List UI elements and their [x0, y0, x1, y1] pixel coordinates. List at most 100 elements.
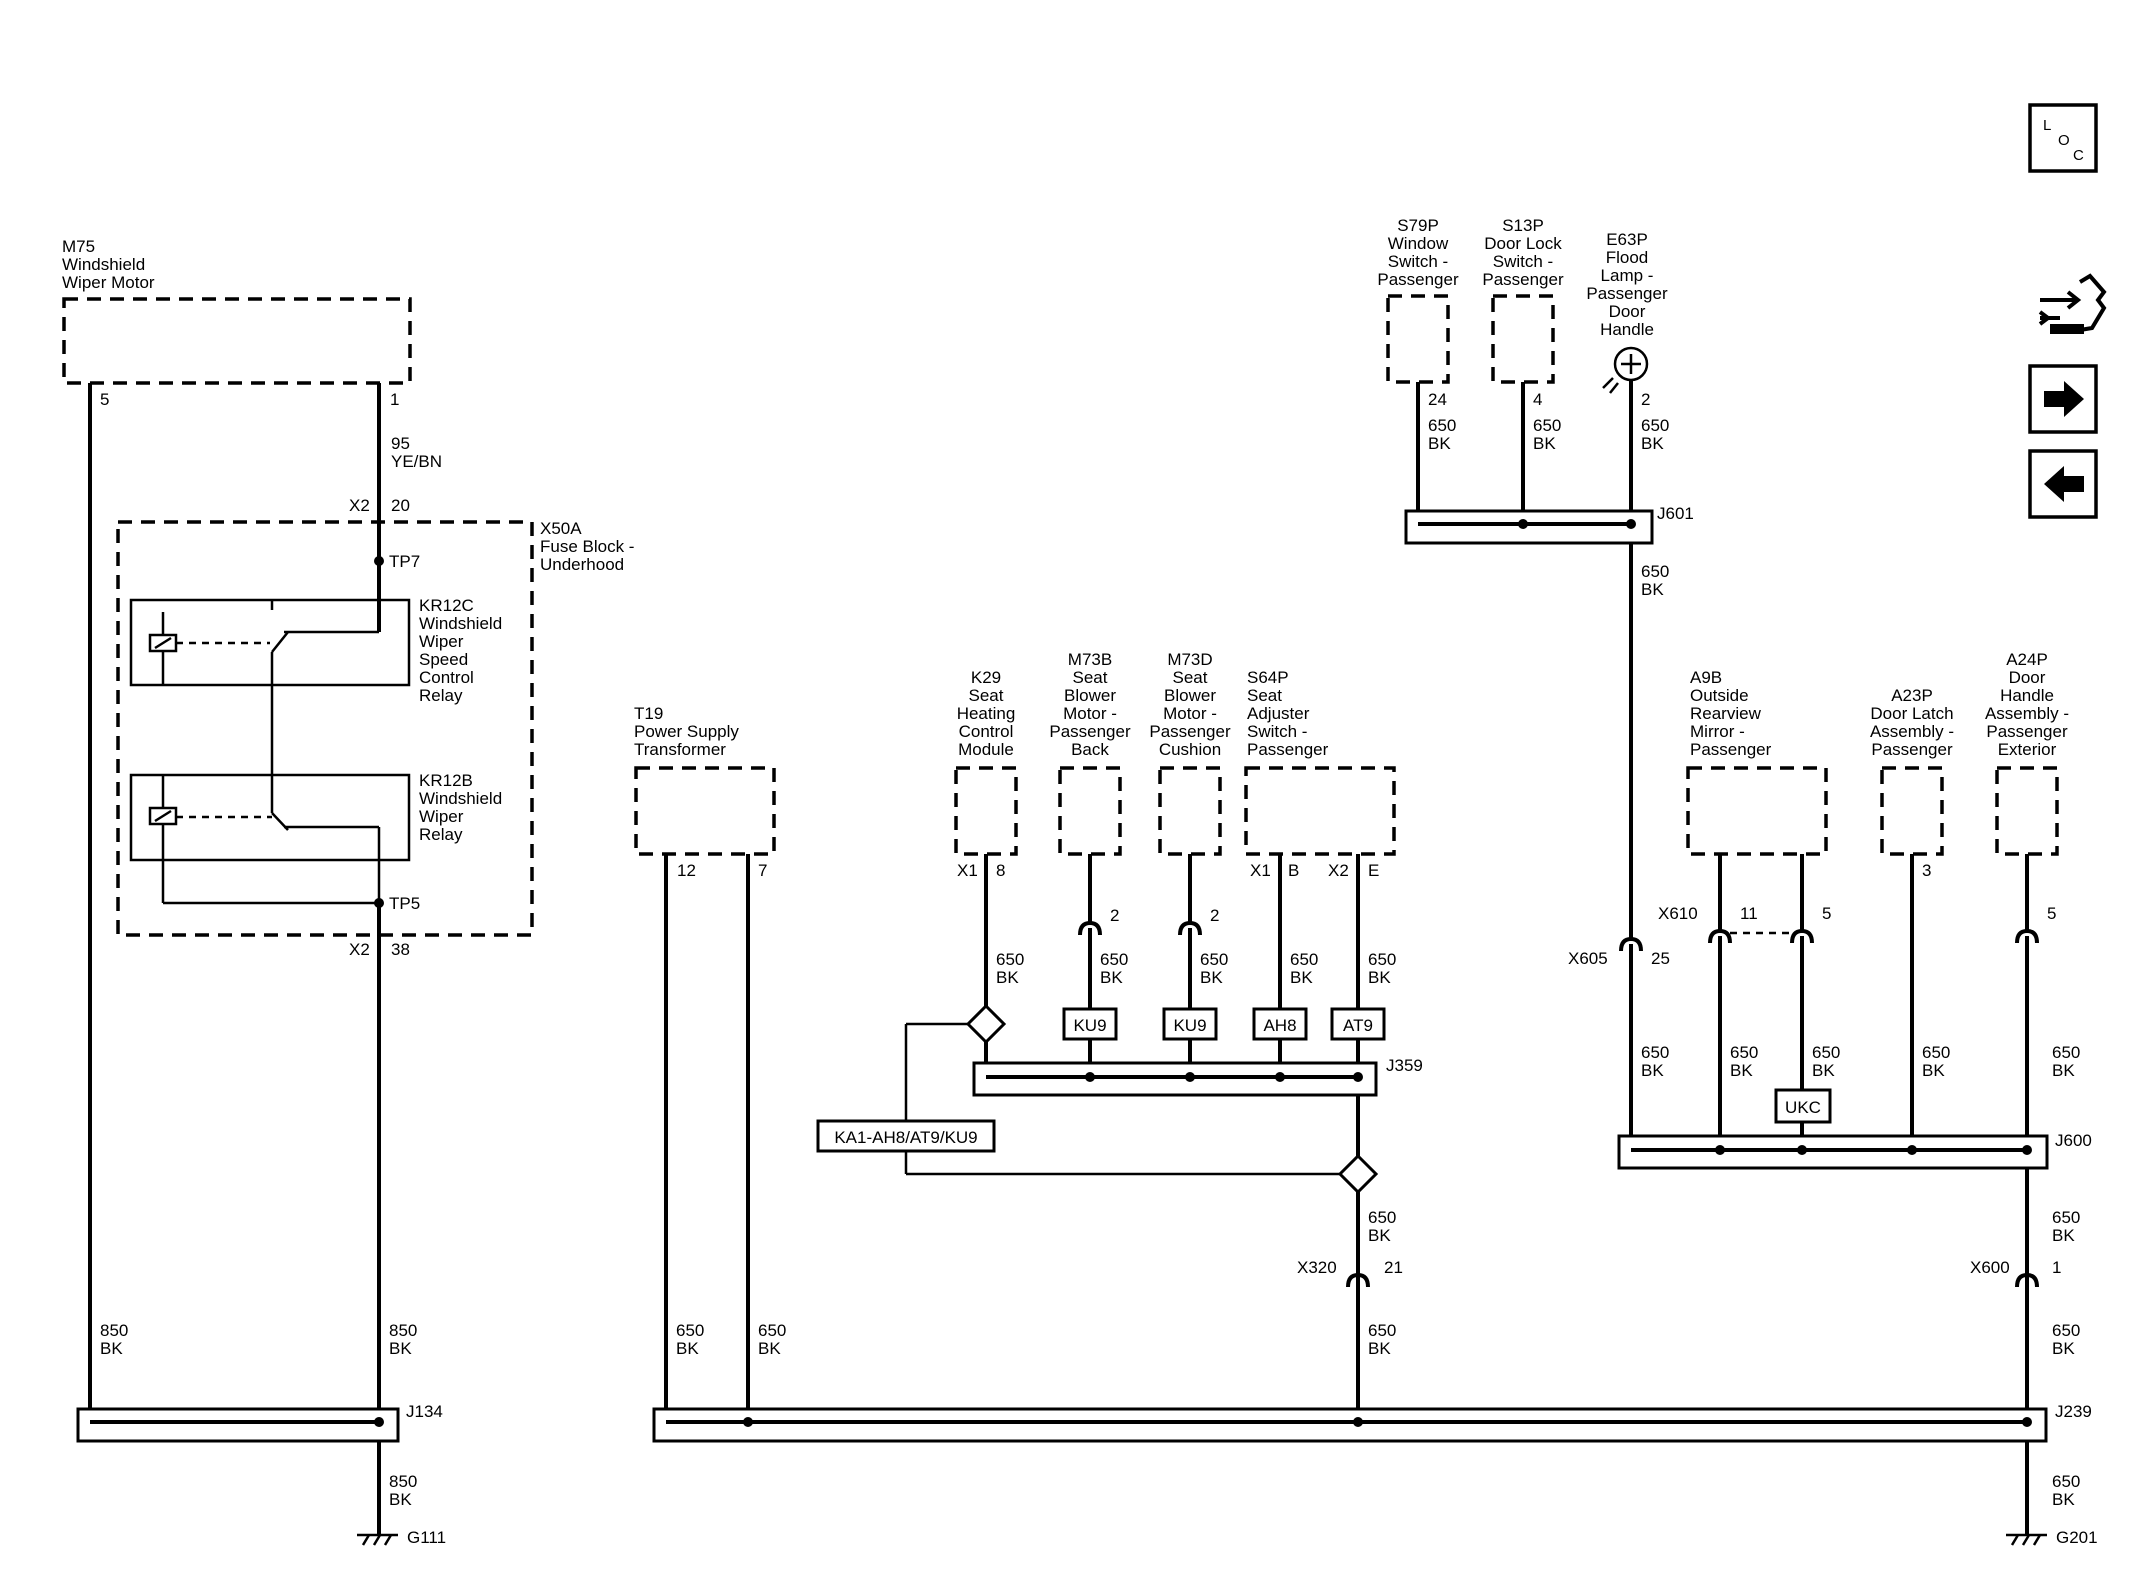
m75-component-box[interactable] — [62, 297, 412, 385]
option-ka1-ah8-at9-ku9[interactable]: KA1-AH8/AT9/KU9 — [816, 1119, 996, 1153]
a9b-component-box[interactable] — [1686, 766, 1828, 856]
x2-pin-20: 20 — [391, 496, 410, 515]
s79p-component-box[interactable] — [1386, 294, 1450, 384]
loc-icon[interactable]: L O C — [2028, 103, 2098, 173]
k29-component-box[interactable] — [954, 766, 1018, 856]
svg-text:KU9: KU9 — [1073, 1016, 1106, 1035]
x600-label: X600 — [1970, 1258, 2010, 1277]
svg-text:AT9: AT9 — [1343, 1016, 1373, 1035]
x610-connector-pin5 — [1790, 928, 1814, 944]
s64p-component-box[interactable] — [1244, 766, 1396, 856]
s13p-pin-4: 4 — [1533, 390, 1542, 409]
j239-splice[interactable]: J239 — [652, 1402, 2092, 1443]
kr12b-relay-box — [129, 773, 411, 862]
s64p-pin-e: E — [1368, 861, 1379, 880]
x610-label: X610 — [1658, 904, 1698, 923]
arrow-left-icon[interactable] — [2028, 449, 2098, 519]
tp7-dot — [374, 556, 384, 566]
a23p-component-box[interactable] — [1880, 766, 1944, 856]
j359-label: J359 — [1386, 1056, 1423, 1075]
j601-label: J601 — [1657, 504, 1694, 523]
option-ukc[interactable]: UKC — [1774, 1088, 1832, 1124]
connector-view-icon[interactable] — [2038, 273, 2107, 334]
g201-label: G201 — [2056, 1528, 2098, 1547]
a24p-component-box[interactable] — [1995, 766, 2059, 856]
m75-pin-1: 1 — [390, 390, 399, 409]
j600-label: J600 — [2055, 1131, 2092, 1150]
x320-inline-connector — [1346, 1272, 1370, 1288]
x610-pin-5: 5 — [1822, 904, 1831, 923]
option-diamond-s64p[interactable] — [1337, 1153, 1379, 1195]
s64p-connector-x2: X2 — [1328, 861, 1349, 880]
option-ku9-m73b[interactable]: KU9 — [1062, 1007, 1118, 1041]
svg-text:KA1-AH8/AT9/KU9: KA1-AH8/AT9/KU9 — [834, 1128, 977, 1147]
option-diamond-k29[interactable] — [965, 1003, 1007, 1045]
m73d-component-box[interactable] — [1158, 766, 1222, 856]
option-at9[interactable]: AT9 — [1330, 1007, 1386, 1041]
m73d-pin-2: 2 — [1210, 906, 1219, 925]
j134-splice-box — [76, 1407, 400, 1443]
g111-label: G111 — [407, 1528, 446, 1547]
e63p-pin-2: 2 — [1641, 390, 1650, 409]
x2-connector-label: X2 — [349, 496, 370, 515]
j239-splice-box — [652, 1407, 2048, 1443]
j134-splice[interactable]: J134 — [76, 1402, 443, 1443]
s79p-pin-24: 24 — [1428, 390, 1447, 409]
x2-pin-38: 38 — [391, 940, 410, 959]
option-ah8[interactable]: AH8 — [1252, 1007, 1308, 1041]
svg-text:L: L — [2043, 117, 2051, 134]
g111-ground: G111 — [357, 1528, 446, 1547]
j601-splice-box — [1404, 509, 1654, 545]
x610-connector-pin11 — [1708, 928, 1732, 944]
x320-pin-21: 21 — [1384, 1258, 1403, 1277]
j601-splice[interactable]: J601 — [1404, 504, 1694, 545]
g201-ground: G201 — [2006, 1528, 2098, 1547]
m75-pin-5: 5 — [100, 390, 109, 409]
m73b-component-box[interactable] — [1058, 766, 1122, 856]
x50a-fuse-block-box[interactable] — [116, 520, 534, 937]
arrow-right-icon[interactable] — [2028, 364, 2098, 434]
t19-component-box[interactable] — [634, 766, 776, 856]
k29-pin-8: 8 — [996, 861, 1005, 880]
j359-splice[interactable]: J359 — [972, 1056, 1423, 1097]
j239-label: J239 — [2055, 1402, 2092, 1421]
flood-lamp-icon[interactable] — [1602, 346, 1649, 394]
s13p-component-box[interactable] — [1491, 294, 1555, 384]
x2-connector-label-lower: X2 — [349, 940, 370, 959]
x605-pin-25: 25 — [1651, 949, 1670, 968]
x605-label: X605 — [1568, 949, 1608, 968]
j600-splice[interactable]: J600 — [1617, 1131, 2092, 1170]
option-ku9-m73d[interactable]: KU9 — [1162, 1007, 1218, 1041]
